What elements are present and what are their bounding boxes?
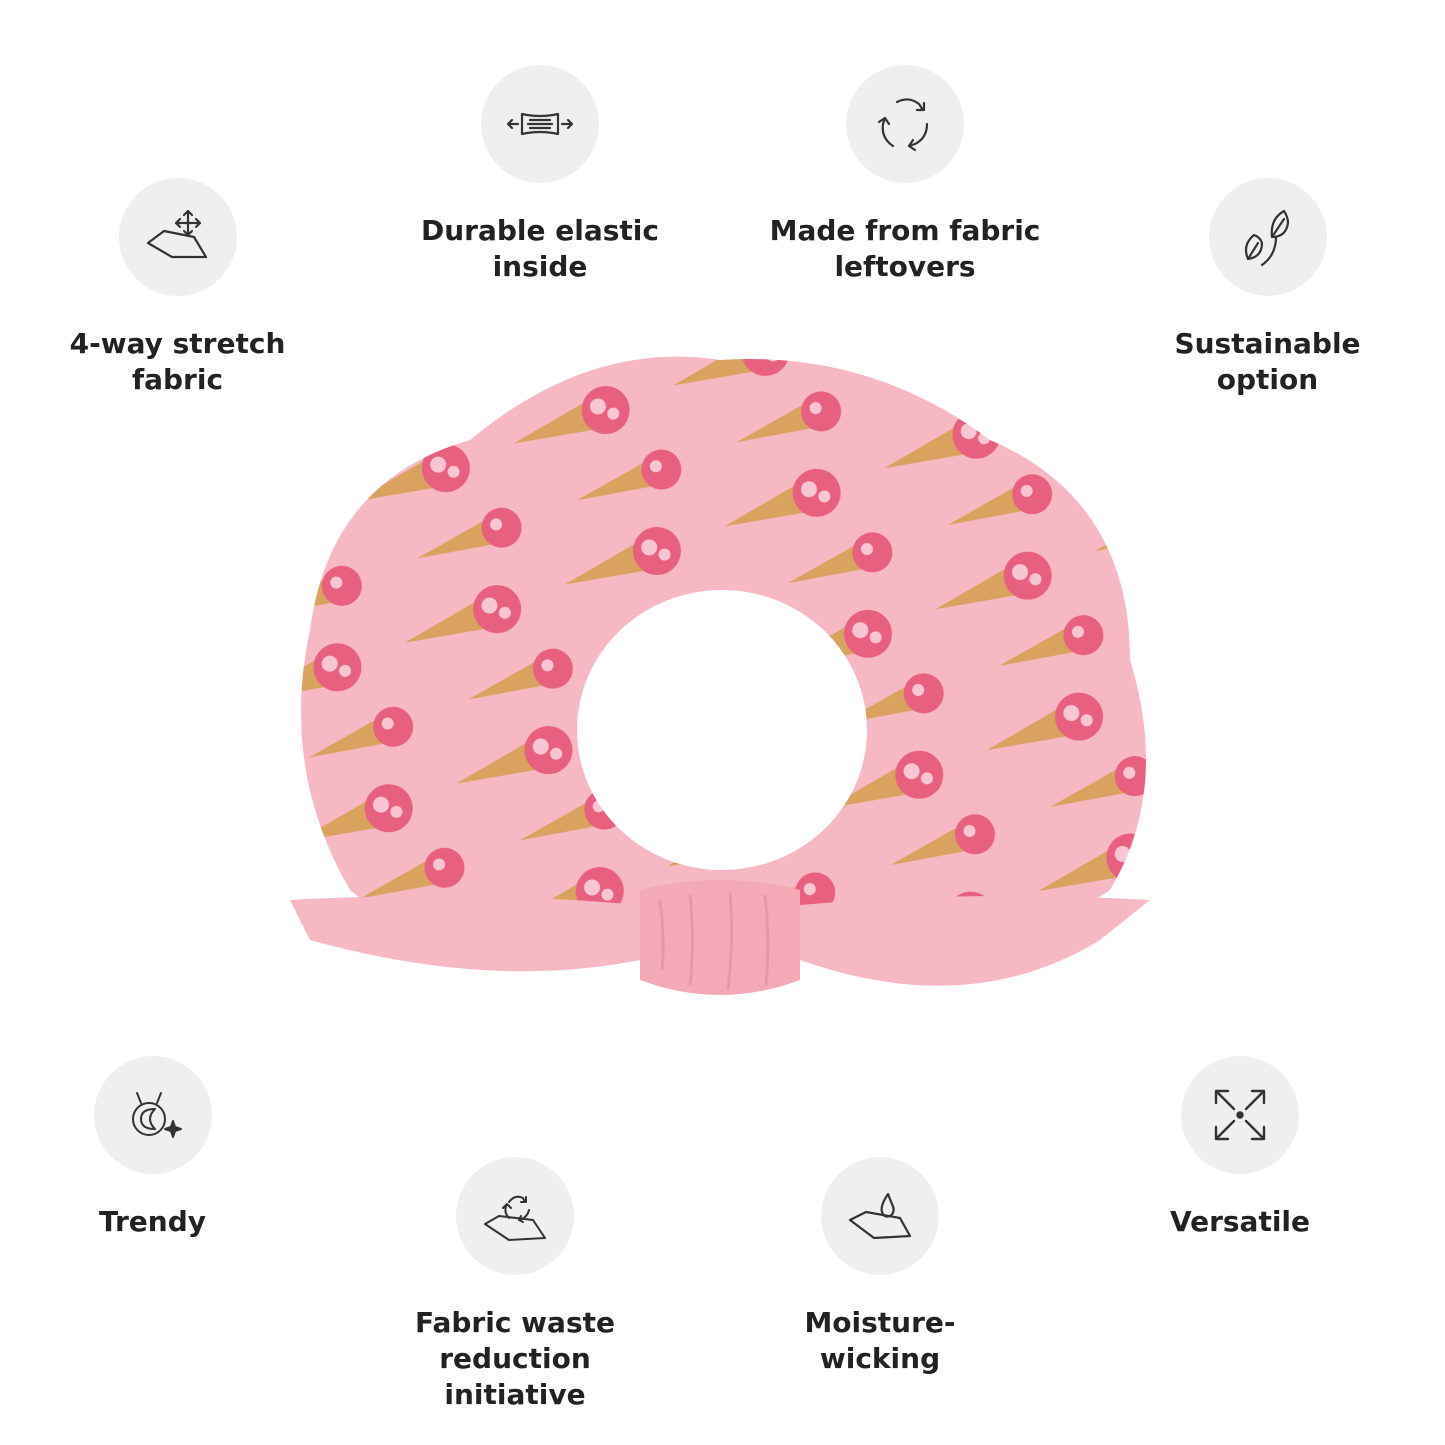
leaves-icon: [1208, 178, 1327, 296]
trendy-sparkle-icon: [93, 1056, 212, 1174]
feature-label: Versatile: [1169, 1205, 1311, 1238]
feature-sustainable: Sustainable option: [1150, 178, 1385, 398]
recycle-icon: [846, 65, 964, 183]
feature-label: Sustainable option: [1174, 327, 1361, 396]
feature-label: 4-way stretch fabric: [69, 327, 286, 396]
scrunchie-image: [290, 356, 1150, 995]
feature-label: Moisture-wicking: [804, 1306, 956, 1375]
elastic-band-icon: [481, 65, 599, 183]
feature-versatile: Versatile: [1150, 1056, 1330, 1240]
feature-label: Trendy: [98, 1205, 207, 1238]
feature-elastic: Durable elastic inside: [405, 65, 675, 285]
feature-label: Durable elastic inside: [421, 214, 659, 283]
feature-leftovers: Made from fabric leftovers: [765, 65, 1045, 285]
feature-trendy: Trendy: [60, 1056, 245, 1240]
water-drop-fabric-icon: [821, 1157, 939, 1275]
expand-arrows-icon: [1181, 1056, 1299, 1174]
feature-label: Fabric waste reduction initiative: [415, 1306, 615, 1411]
feature-label: Made from fabric leftovers: [769, 214, 1041, 283]
feature-stretch: 4-way stretch fabric: [60, 178, 295, 398]
feature-moisture: Moisture-wicking: [745, 1157, 1015, 1377]
fabric-recycle-icon: [456, 1157, 574, 1275]
feature-waste: Fabric waste reduction initiative: [340, 1157, 690, 1413]
stretch-fabric-icon: [118, 178, 237, 296]
